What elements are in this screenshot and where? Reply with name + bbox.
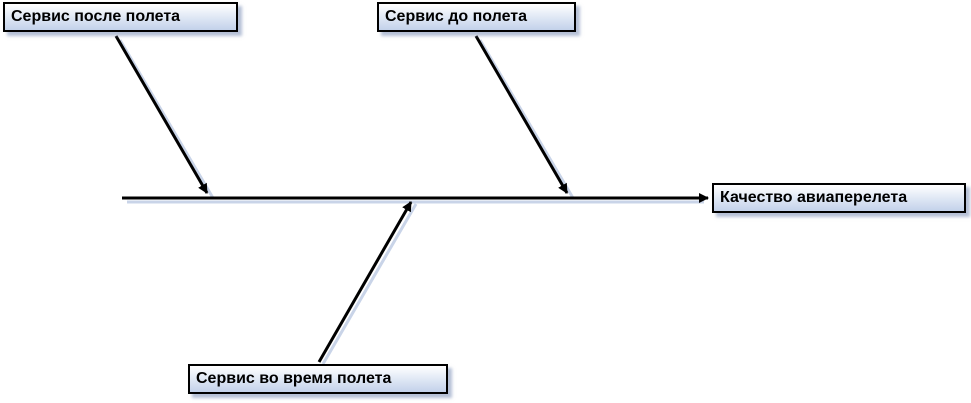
effect-box-flight-quality: Качество авиаперелета <box>712 183 966 213</box>
bone-before-arrow <box>474 35 569 194</box>
cause-box-before-flight: Сервис до полета <box>377 2 576 32</box>
cause-box-after-flight: Сервис после полета <box>3 2 238 32</box>
cause-label-after-flight: Сервис после полета <box>11 8 181 25</box>
bone-after-shadow <box>118 39 215 199</box>
bone-during-shadow <box>321 203 418 365</box>
cause-label-during-flight: Сервис во время полета <box>196 370 392 387</box>
bone-before-shadow <box>478 39 575 199</box>
effect-label-flight-quality: Качество авиаперелета <box>720 189 908 206</box>
cause-label-before-flight: Сервис до полета <box>385 8 528 25</box>
bone-during-arrow <box>317 201 413 363</box>
bone-after-arrow <box>114 35 209 194</box>
cause-box-during-flight: Сервис во время полета <box>188 364 448 394</box>
